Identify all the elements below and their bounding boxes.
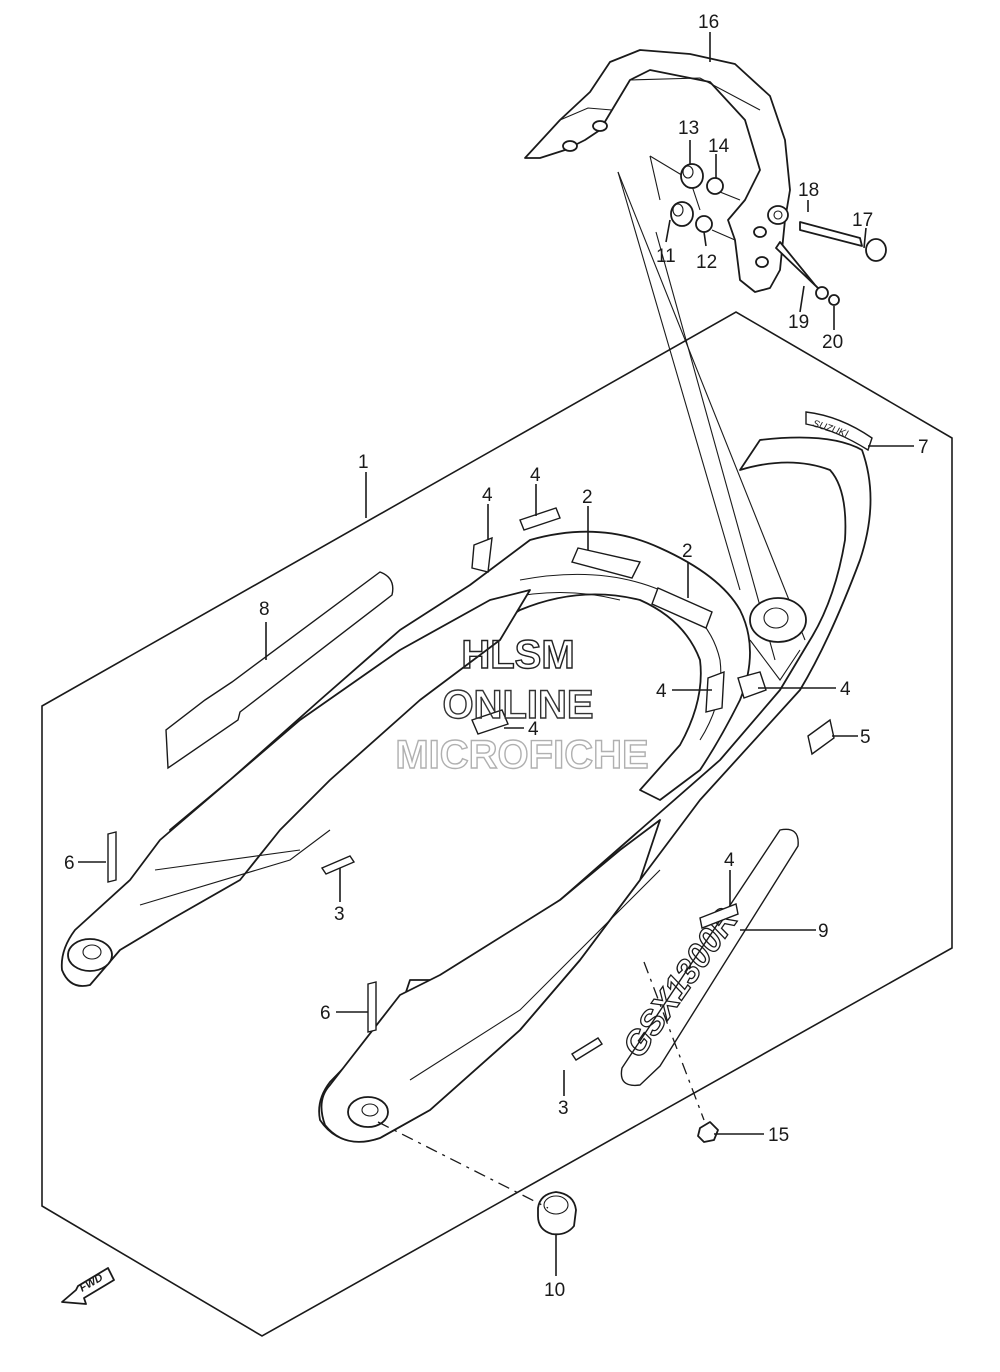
callout-10: 10 <box>544 1280 565 1301</box>
callout-4: 4 <box>482 485 493 506</box>
callout-18: 18 <box>798 180 819 201</box>
callout-2: 2 <box>582 487 593 508</box>
callout-6: 6 <box>320 1003 331 1024</box>
decal-3-left <box>320 855 356 875</box>
decal-2-left <box>571 547 642 579</box>
bush-12 <box>695 215 713 233</box>
callout-3: 3 <box>334 904 345 925</box>
tail-cover <box>60 436 872 1143</box>
bolt-17 <box>799 221 887 262</box>
model-decal-text: GSX1300R <box>615 902 745 1065</box>
forward-arrow-icon: FWD <box>61 1267 115 1305</box>
callout-4: 4 <box>530 465 541 486</box>
callout-6: 6 <box>64 853 75 874</box>
watermark-line-3: MICROFICHE <box>395 733 648 777</box>
callout-12: 12 <box>696 252 717 273</box>
callout-17: 17 <box>852 210 873 231</box>
phantom-line <box>655 231 776 661</box>
watermark-line-2: ONLINE <box>442 683 593 727</box>
grommet-10 <box>537 1191 577 1236</box>
bolt-19 <box>775 241 829 300</box>
decal-3-right <box>571 1037 603 1061</box>
decal-6-left <box>107 831 117 883</box>
decal-5 <box>807 718 835 756</box>
nut-20 <box>828 294 840 306</box>
callout-19: 19 <box>788 312 809 333</box>
callout-4: 4 <box>528 719 539 740</box>
bush-14 <box>706 177 724 195</box>
collar-11 <box>670 201 694 227</box>
phantom-line <box>617 171 806 641</box>
fastener-15 <box>697 1121 719 1143</box>
decal-4-side <box>699 903 739 929</box>
callout-4: 4 <box>656 681 667 702</box>
washer-18 <box>767 205 789 225</box>
callout-4: 4 <box>724 850 735 871</box>
callout-13: 13 <box>678 118 699 139</box>
watermark-line-1: HLSM <box>461 633 574 677</box>
callout-3: 3 <box>558 1098 569 1119</box>
decal-4-tail <box>737 671 767 699</box>
callout-7: 7 <box>918 437 929 458</box>
watermark: HLSM ONLINE MICROFICHE <box>395 632 650 777</box>
callout-14: 14 <box>708 136 730 157</box>
decal-8 <box>165 571 394 770</box>
decal-4-left <box>471 536 493 573</box>
callout-5: 5 <box>860 727 871 748</box>
decal-4-mid <box>471 709 509 735</box>
assembly-axis <box>643 961 705 1121</box>
decal-2-right <box>651 587 713 629</box>
callout-15: 15 <box>768 1125 789 1146</box>
collar-13 <box>680 163 704 189</box>
callout-11: 11 <box>656 246 676 267</box>
callout-20: 20 <box>822 332 843 353</box>
assembly-axis <box>377 1121 549 1209</box>
callout-1: 1 <box>358 452 369 473</box>
callout-9: 9 <box>818 921 829 942</box>
leader-lines <box>78 32 914 1276</box>
decal-4-rear <box>705 670 725 713</box>
phantom-line <box>649 155 661 201</box>
callout-4: 4 <box>840 679 851 700</box>
decal-6-right <box>367 981 377 1033</box>
callout-2: 2 <box>682 541 693 562</box>
grab-rail <box>524 49 791 293</box>
callout-16: 16 <box>698 12 719 33</box>
decal-4-top <box>519 507 561 531</box>
assembly-frame <box>41 311 953 1337</box>
phantom-line <box>617 171 741 591</box>
callout-8: 8 <box>259 599 270 620</box>
